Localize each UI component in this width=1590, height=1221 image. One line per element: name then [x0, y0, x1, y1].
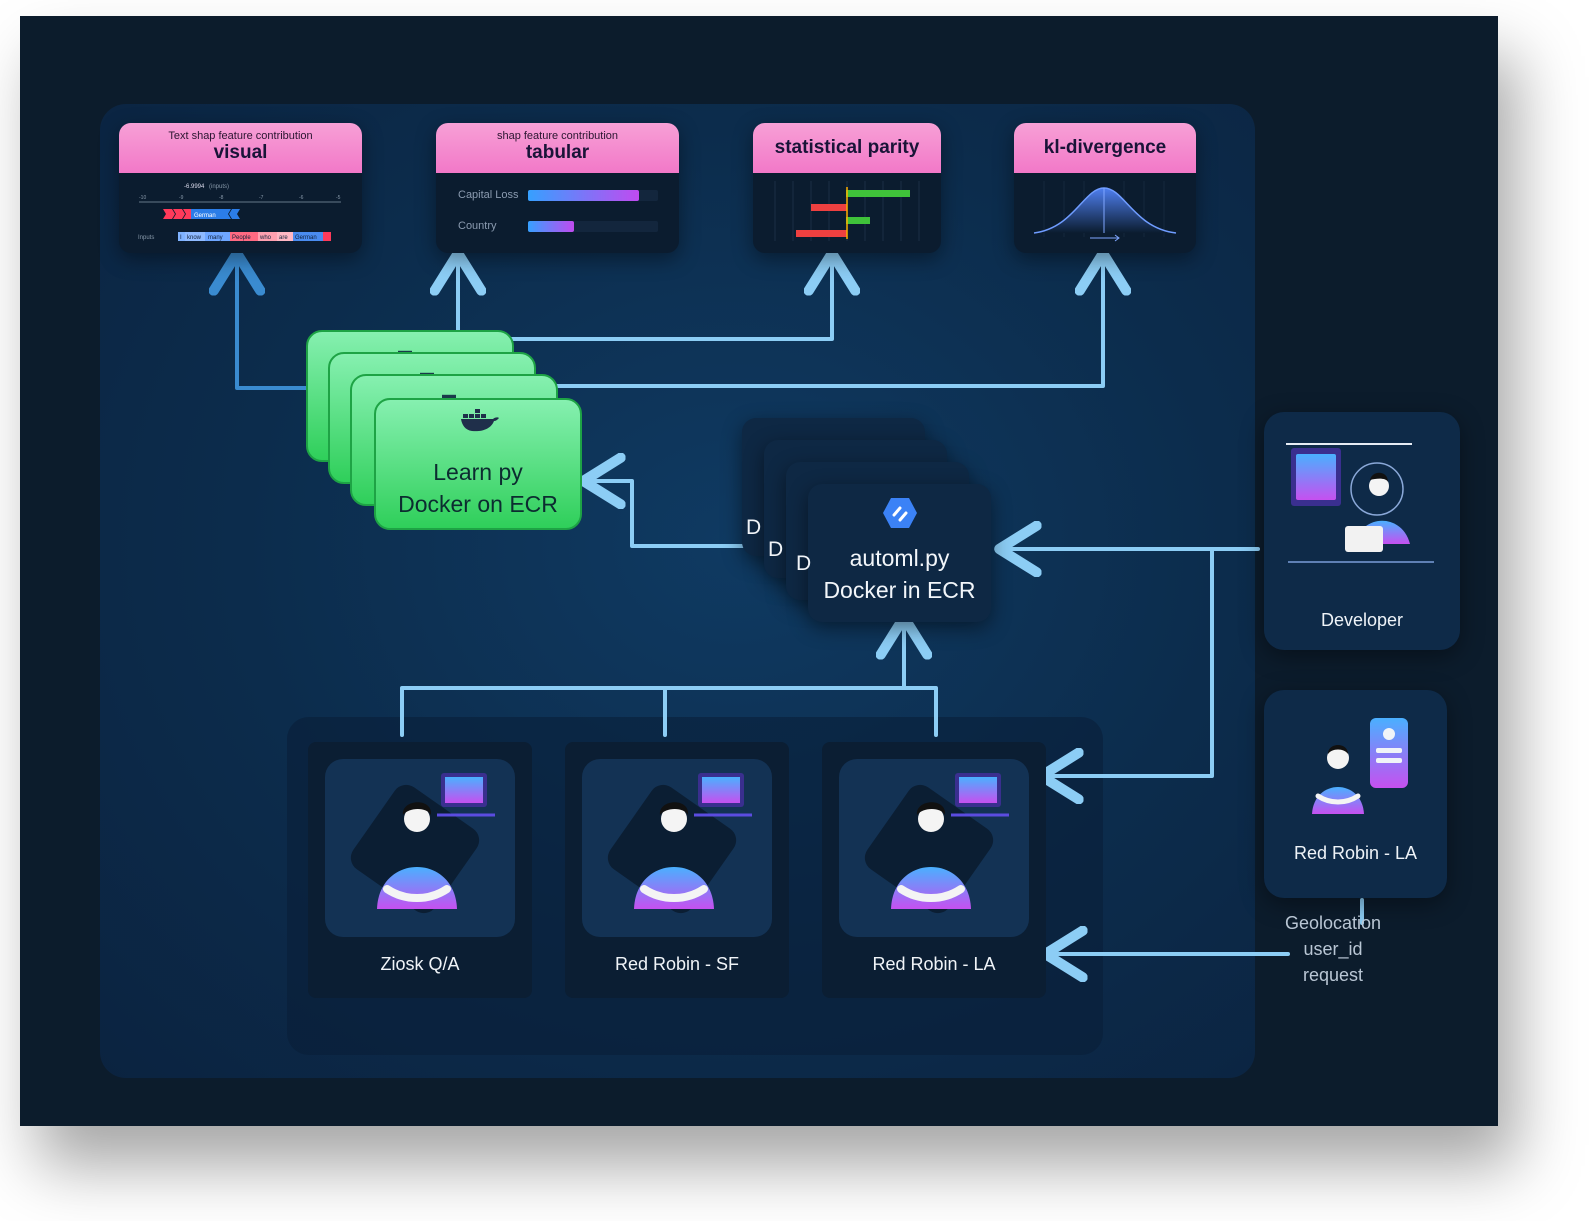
client-tile-redrobin-sf: Red Robin - SF [565, 742, 789, 998]
client-avatar-frame [582, 759, 772, 937]
bar-track [528, 221, 658, 232]
learn-py-line1: Learn py [433, 459, 523, 485]
request-line3: request [1302, 965, 1364, 985]
client-avatar [350, 773, 495, 914]
shap-force-bar: German [163, 209, 240, 219]
automl-line1: automl.py [849, 545, 950, 571]
text-shap-plot: -6.9994 (inputs) -10 -9 -8 -7 -6 -5 Germ… [138, 184, 341, 241]
client-tile-redrobin-la: Red Robin - LA [822, 742, 1046, 998]
parity-card-header: statistical parity [753, 123, 941, 173]
automl-docker-card: D automl.py Docker in ECR [796, 484, 991, 622]
axis-tick: -6 [299, 195, 304, 201]
stack-letter: D [796, 552, 812, 575]
svg-text:are: are [279, 235, 288, 241]
client-label: Red Robin - SF [614, 954, 740, 974]
axis-tick: -10 [139, 195, 146, 201]
tabular-card-header: shap feature contribution tabular [436, 123, 679, 173]
svg-text:know: know [187, 235, 202, 241]
wire-to-parity [510, 258, 832, 341]
parity-card: statistical parity [753, 123, 941, 253]
learn-py-docker-card: Learn py Docker on ECR [374, 398, 582, 530]
mobile-user-label: Red Robin - LA [1293, 843, 1418, 863]
svg-text:who: who [259, 235, 272, 241]
automl-label: automl.py Docker in ECR [808, 542, 991, 606]
request-label: Geolocation user_id request [1258, 910, 1408, 988]
client-avatar-frame [325, 759, 515, 937]
bar-label: Country [458, 220, 497, 232]
developer-label: Developer [1320, 610, 1404, 630]
tabular-card: shap feature contribution tabular Capita… [436, 123, 679, 253]
parity-card-title: statistical parity [774, 137, 920, 158]
learn-py-line2: Docker on ECR [398, 491, 558, 517]
bar-label: Capital Loss [458, 189, 519, 201]
visual-card: Text shap feature contribution visual -6… [119, 123, 362, 253]
parity-bars [774, 181, 920, 241]
svg-text:I: I [180, 235, 182, 241]
stack-letter: D [746, 516, 762, 539]
wire-to-kl [554, 258, 1103, 388]
request-line1: Geolocation [1284, 913, 1382, 933]
client-avatar [864, 773, 1009, 914]
axis-tick: -8 [219, 195, 224, 201]
svg-text:People: People [232, 235, 251, 241]
kl-distribution-curve [1033, 181, 1177, 242]
visual-card-header: Text shap feature contribution visual [119, 123, 362, 173]
kl-card-title: kl-divergence [1043, 137, 1167, 158]
inputs-label: Inputs [138, 235, 154, 241]
wire-clients-to-automl [400, 622, 936, 737]
kl-card-header: kl-divergence [1014, 123, 1196, 173]
axis-tick: -9 [179, 195, 184, 201]
token-strip: I know many People who are German [178, 232, 331, 241]
wire-dev-to-clients [1046, 547, 1214, 776]
tabular-card-subtitle: shap feature contribution [496, 130, 619, 142]
svg-text:many: many [208, 235, 223, 241]
svg-text:German: German [295, 235, 317, 241]
wire-automl-to-learn [588, 481, 777, 548]
client-avatar [607, 773, 752, 914]
learn-py-label: Learn py Docker on ECR [376, 456, 580, 520]
client-label: Ziosk Q/A [380, 954, 460, 974]
docker-icon [461, 409, 499, 432]
axis-tick: -7 [259, 195, 264, 201]
developer-card: Developer [1264, 412, 1460, 650]
client-label: Red Robin - LA [872, 954, 996, 974]
axis-tick: -5 [336, 195, 341, 201]
kl-card: kl-divergence [1014, 123, 1196, 253]
mobile-user-card: Red Robin - LA [1264, 690, 1447, 898]
stack-letter: D [768, 538, 784, 561]
mobile-user-illustration [1312, 718, 1408, 814]
developer-illustration [1286, 443, 1434, 563]
tabular-card-title: tabular [525, 142, 590, 163]
automl-line2: Docker in ECR [823, 577, 976, 603]
wire-to-visual [237, 258, 322, 390]
visual-card-title: visual [213, 142, 268, 163]
visual-card-subtitle: Text shap feature contribution [168, 130, 313, 142]
shap-highlight-word: German [194, 213, 216, 219]
client-tile-ziosk: Ziosk Q/A [308, 742, 532, 998]
bar-fill [528, 190, 639, 201]
gcp-hexagon-icon [883, 498, 917, 528]
bar-fill [528, 221, 574, 232]
request-line2: user_id [1303, 939, 1363, 959]
shap-value: -6.9994 [184, 184, 205, 190]
shap-value-suffix: (inputs) [209, 184, 229, 190]
client-avatar-frame [839, 759, 1029, 937]
